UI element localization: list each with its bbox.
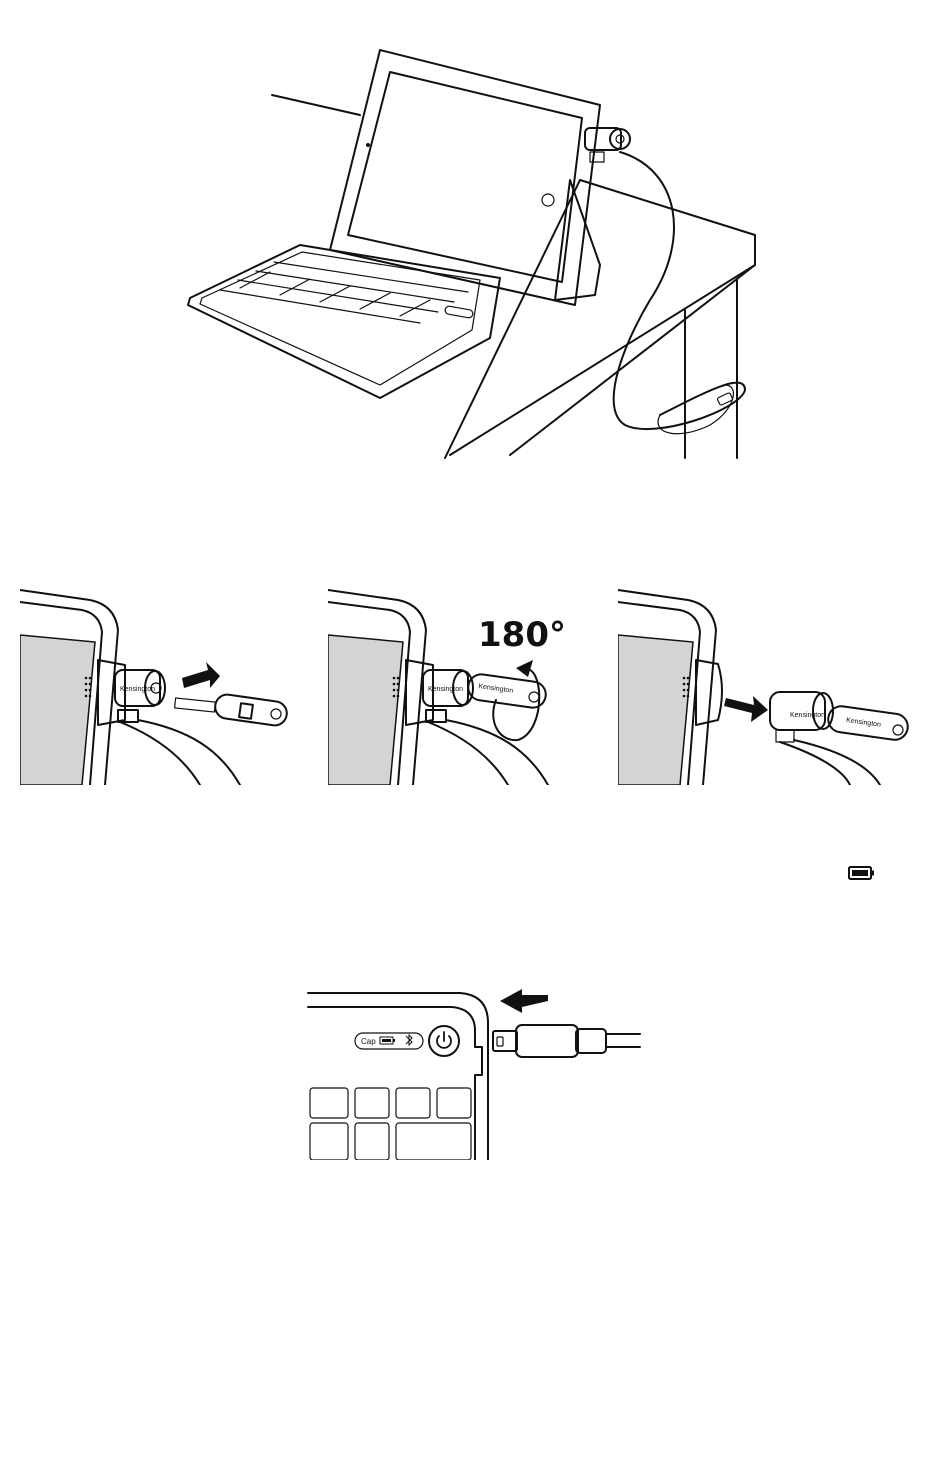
key — [175, 693, 289, 727]
remove-lock-illustration: Kensington Kensington — [618, 580, 918, 785]
status-strip: Cap — [355, 1033, 423, 1049]
arrow-left-icon — [182, 662, 220, 688]
figure-desk-setup — [180, 40, 780, 460]
security-cable — [614, 152, 745, 429]
desk-back-edge — [272, 95, 360, 115]
keyboard-power-key — [445, 306, 474, 319]
rotation-label: 180° — [478, 615, 566, 655]
rotate-arrowhead-icon — [516, 660, 533, 677]
bluetooth-icon — [406, 1035, 412, 1045]
desk-top-outline — [450, 180, 755, 455]
lock-brand-label: Kensington — [790, 712, 825, 719]
battery-indicator — [848, 865, 876, 881]
tablet-screen — [618, 635, 693, 785]
security-cable-inner — [780, 742, 850, 785]
battery-icon — [380, 1037, 395, 1044]
security-cable-inner — [428, 722, 508, 785]
keyboard-outer-edge — [308, 993, 488, 1160]
lock-head: Kensington — [115, 670, 165, 706]
tablet-screen — [348, 72, 582, 282]
insert-key-illustration: Kensington — [20, 580, 290, 785]
arrow-right-icon — [724, 696, 768, 722]
charging-illustration: Cap — [300, 985, 645, 1160]
tablet-camera — [366, 143, 370, 147]
keyboard-keys — [310, 1088, 471, 1160]
key-brand-label: Kensington — [478, 683, 514, 695]
security-cable — [794, 740, 880, 785]
security-cable-inner — [120, 722, 200, 785]
tablet-screen — [20, 635, 95, 785]
key-in-removed-lock: Kensington — [827, 705, 910, 742]
key-brand-label: Kensington — [846, 717, 882, 729]
tablet-home-button-icon — [542, 194, 554, 206]
figure-charging: Cap — [300, 985, 645, 1160]
security-cable — [138, 720, 240, 785]
usb-charging-cable — [493, 1025, 640, 1057]
lock-head: Kensington — [423, 670, 473, 706]
arrow-left-icon — [500, 989, 548, 1013]
keyboard-keys — [220, 262, 468, 323]
caps-lock-label: Cap — [361, 1037, 376, 1046]
figure-step-insert-key: Kensington — [20, 580, 290, 785]
desk-setup-illustration — [180, 40, 780, 460]
desk-underside — [510, 265, 755, 455]
keyboard-base — [188, 245, 500, 398]
rotate-key-illustration: Kensington Kensington 180° — [328, 580, 598, 785]
removed-lock-head: Kensington — [770, 692, 833, 742]
figure-step-remove-lock: Kensington Kensington — [618, 580, 918, 785]
keyboard-inner-edge — [308, 1007, 482, 1160]
tablet-screen — [328, 635, 403, 785]
battery-icon — [848, 865, 876, 881]
lock-head — [585, 128, 630, 162]
power-icon — [437, 1032, 451, 1048]
lock-brand-label: Kensington — [428, 686, 463, 693]
power-button — [429, 1026, 459, 1056]
figure-step-rotate-key: Kensington Kensington 180° — [328, 580, 598, 785]
lock-brand-label: Kensington — [120, 686, 155, 693]
